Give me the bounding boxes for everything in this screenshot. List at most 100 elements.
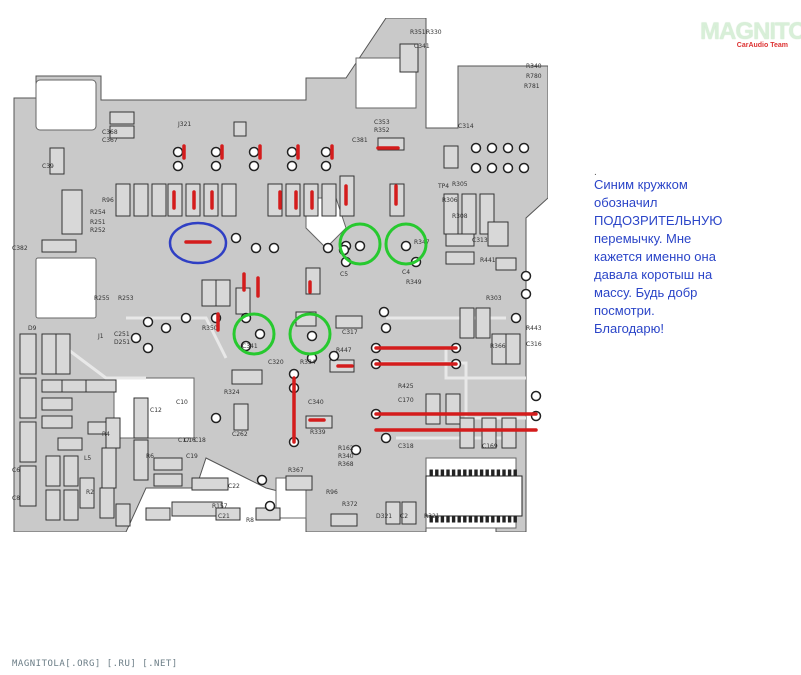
component-label: C341	[414, 43, 430, 50]
component-label: R96	[326, 489, 338, 496]
smd-component	[145, 507, 171, 521]
component-label: R339	[310, 429, 326, 436]
smd-component	[115, 183, 131, 217]
smd-component	[19, 421, 37, 463]
smd-component	[79, 477, 95, 509]
smd-component	[45, 489, 61, 521]
test-point-circle	[384, 222, 428, 266]
smd-component	[19, 377, 37, 419]
solder-pad	[248, 160, 260, 172]
solder-pad	[518, 142, 530, 154]
component-label: R447	[336, 347, 352, 354]
smd-component	[285, 475, 313, 491]
component-label: C19	[186, 453, 198, 460]
component-label: R162	[338, 445, 354, 452]
smd-component	[115, 503, 131, 527]
solder-pad	[320, 146, 332, 158]
component-label: C317	[342, 329, 358, 336]
component-label: C18	[194, 437, 206, 444]
smd-component	[215, 507, 241, 521]
component-label: C353	[374, 119, 390, 126]
component-label: R255	[94, 295, 110, 302]
ic-pin	[463, 469, 467, 477]
ic-pin	[446, 469, 450, 477]
solder-pad	[172, 160, 184, 172]
ic-pin	[474, 469, 478, 477]
ic-pin	[513, 469, 517, 477]
smd-component	[41, 415, 73, 429]
component-label: R253	[118, 295, 134, 302]
component-label: C313	[472, 237, 488, 244]
component-label: R4	[102, 431, 110, 438]
component-label: L5	[84, 455, 91, 462]
ic-pin	[451, 469, 456, 477]
smd-component	[481, 417, 497, 449]
component-label: R340	[526, 63, 542, 70]
solder-pad	[254, 328, 266, 340]
smd-component	[85, 379, 117, 393]
smd-component	[487, 221, 509, 247]
smd-component	[49, 147, 65, 175]
component-label: R157	[212, 503, 228, 510]
smd-component	[330, 513, 358, 527]
solder-pad	[354, 240, 366, 252]
smd-component	[191, 477, 229, 491]
solder-pad	[322, 242, 334, 254]
component-label: C2	[400, 513, 408, 520]
solder-pad	[250, 242, 262, 254]
component-label: R441	[480, 257, 496, 264]
component-label: C251	[114, 331, 130, 338]
smd-component	[109, 111, 135, 125]
test-point-circle	[288, 312, 332, 356]
ic-pin	[479, 515, 484, 523]
note-line: посмотри.	[594, 303, 655, 318]
note-line: обозначил	[594, 195, 658, 210]
smd-component	[385, 501, 401, 525]
smd-component	[41, 239, 77, 253]
component-label: R350	[202, 325, 218, 332]
smd-component	[61, 189, 83, 235]
component-label: C382	[12, 245, 28, 252]
ic-pin	[479, 469, 484, 477]
component-label: C21	[218, 513, 230, 520]
magnitola-logo: MAGNITOLA CarAudio Team	[700, 18, 801, 52]
smd-component	[101, 447, 117, 489]
smd-component	[215, 279, 231, 307]
solder-pad	[470, 162, 482, 174]
component-label: C368	[102, 129, 118, 136]
ic-pin	[502, 515, 506, 523]
component-label: R6	[146, 453, 154, 460]
component-label: R425	[398, 383, 414, 390]
smd-component	[505, 333, 521, 365]
component-label: C314	[458, 123, 474, 130]
component-label: D9	[28, 325, 37, 332]
ic-pin	[513, 515, 517, 523]
ic-pin	[463, 515, 467, 523]
component-label: R303	[486, 295, 502, 302]
solder-pad	[530, 390, 542, 402]
component-label: C318	[398, 443, 414, 450]
solder-pad	[502, 162, 514, 174]
smd-component	[57, 437, 83, 451]
smd-component	[233, 403, 249, 431]
solder-pad	[306, 330, 318, 342]
note-line: Благодарю!	[594, 321, 665, 336]
component-label: R8	[246, 517, 254, 524]
solder-pad	[240, 340, 252, 352]
component-label: D251	[114, 339, 130, 346]
ic-pin	[491, 469, 495, 477]
test-point-circle	[232, 312, 276, 356]
solder-pad	[180, 312, 192, 324]
ic-pin	[435, 515, 439, 523]
component-label: R324	[224, 389, 240, 396]
solder-pad	[172, 146, 184, 158]
component-label: C320	[268, 359, 284, 366]
smd-component	[133, 397, 149, 439]
note-line: ПОДОЗРИТЕЛЬНУЮ	[594, 213, 723, 228]
ic-pin	[496, 469, 501, 477]
ic-pin	[502, 469, 506, 477]
smd-component	[19, 333, 37, 375]
solder-pad	[518, 162, 530, 174]
component-label: C39	[42, 163, 54, 170]
solder-pad	[268, 242, 280, 254]
